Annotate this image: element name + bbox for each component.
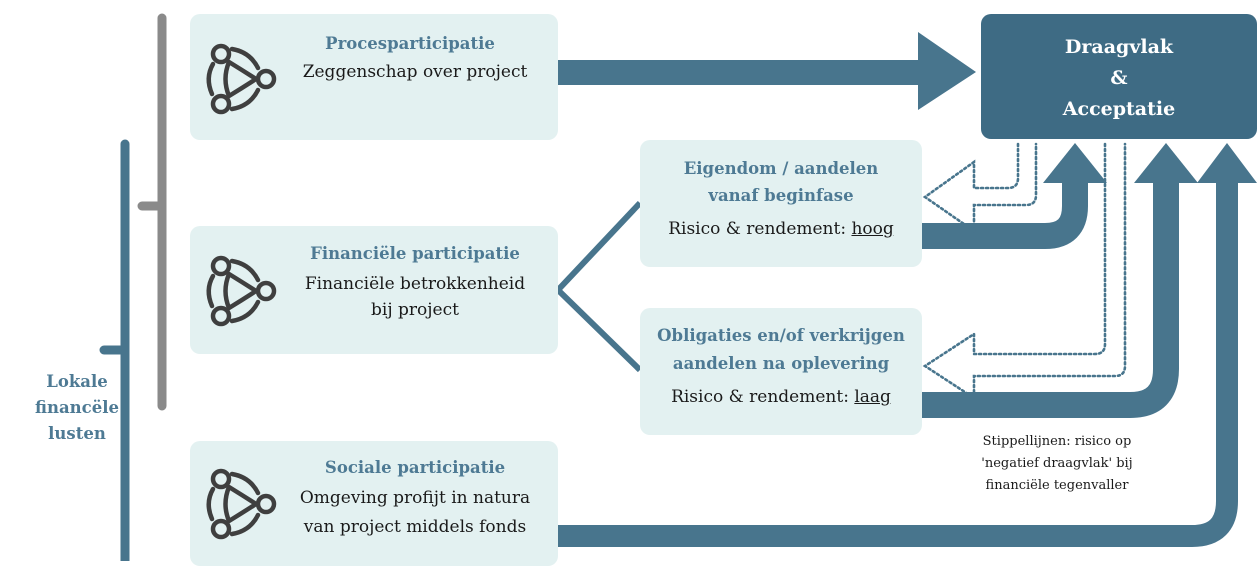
box-title-line1: Eigendom / aandelen	[683, 159, 879, 178]
box-financiele-participatie: Financiële participatie Financiële betro…	[190, 226, 558, 354]
box-title-line2: vanaf beginfase	[708, 186, 854, 205]
note-stippellijnen: Stippellijnen: risico op 'negatief draag…	[957, 431, 1157, 497]
note-line2: 'negatief draagvlak' bij	[981, 456, 1133, 471]
risk-line: Risico & rendement: laag	[640, 384, 922, 410]
side-label-line2: financële	[35, 398, 119, 417]
target-line3: Acceptatie	[1062, 98, 1176, 120]
box-description: Zeggenschap over project	[302, 62, 528, 82]
box-procesparticipatie: Procesparticipatie Zeggenschap over proj…	[190, 14, 558, 140]
box-description-line1: Omgeving profijt in natura	[299, 488, 531, 508]
arrow-laag	[922, 178, 1179, 418]
split-line-down	[555, 287, 643, 373]
split-line-up	[555, 200, 643, 293]
target-line2: &	[1110, 67, 1128, 89]
box-eigendom-aandelen: Eigendom / aandelen vanaf beginfase Risi…	[640, 140, 922, 267]
people-circle-icon	[206, 43, 277, 115]
side-label-lokale-lusten: Lokale financële lusten	[32, 369, 122, 447]
people-circle-icon	[206, 255, 277, 327]
box-title: Procesparticipatie	[325, 34, 495, 53]
blue-bracket	[99, 139, 130, 561]
risk-line: Risico & rendement: hoog	[640, 216, 922, 242]
risk-value: hoog	[851, 219, 894, 239]
arrow-laag-head	[1134, 143, 1198, 183]
box-title-line1: Obligaties en/of verkrijgen	[657, 326, 905, 345]
box-title-line2: aandelen na oplevering	[672, 354, 890, 373]
box-description-line2: van project middels fonds	[303, 517, 527, 537]
note-line1: Stippellijnen: risico op	[982, 434, 1132, 449]
arrow-sociaal	[558, 180, 1238, 547]
box-sociale-participatie: Sociale participatie Omgeving profijt in…	[190, 441, 558, 566]
arrow-hoog	[922, 180, 1088, 249]
box-obligaties: Obligaties en/of verkrijgen aandelen na …	[640, 308, 922, 435]
risk-label: Risico & rendement:	[668, 219, 852, 239]
box-title: Financiële participatie	[310, 244, 520, 263]
arrow-hoog-head	[1043, 143, 1107, 183]
side-label-line1: Lokale	[46, 372, 108, 391]
gray-bracket	[137, 13, 167, 411]
dotted-arrow-laag	[922, 142, 1127, 401]
dotted-arrow-hoog	[922, 142, 1038, 234]
risk-label: Risico & rendement:	[671, 387, 855, 407]
box-description-line1: Financiële betrokkenheid	[304, 274, 526, 294]
note-line3: financiële tegenvaller	[985, 478, 1129, 493]
risk-value: laag	[854, 387, 891, 407]
target-line1: Draagvlak	[1064, 36, 1174, 58]
arrow-proces-to-draagvlak	[558, 32, 976, 110]
people-circle-icon	[206, 468, 277, 540]
box-title: Sociale participatie	[324, 458, 506, 477]
box-description-line2: bij project	[371, 300, 459, 320]
side-label-line3: lusten	[48, 424, 106, 443]
arrow-sociaal-head	[1197, 143, 1257, 183]
box-draagvlak-acceptatie: Draagvlak & Acceptatie	[981, 14, 1257, 139]
